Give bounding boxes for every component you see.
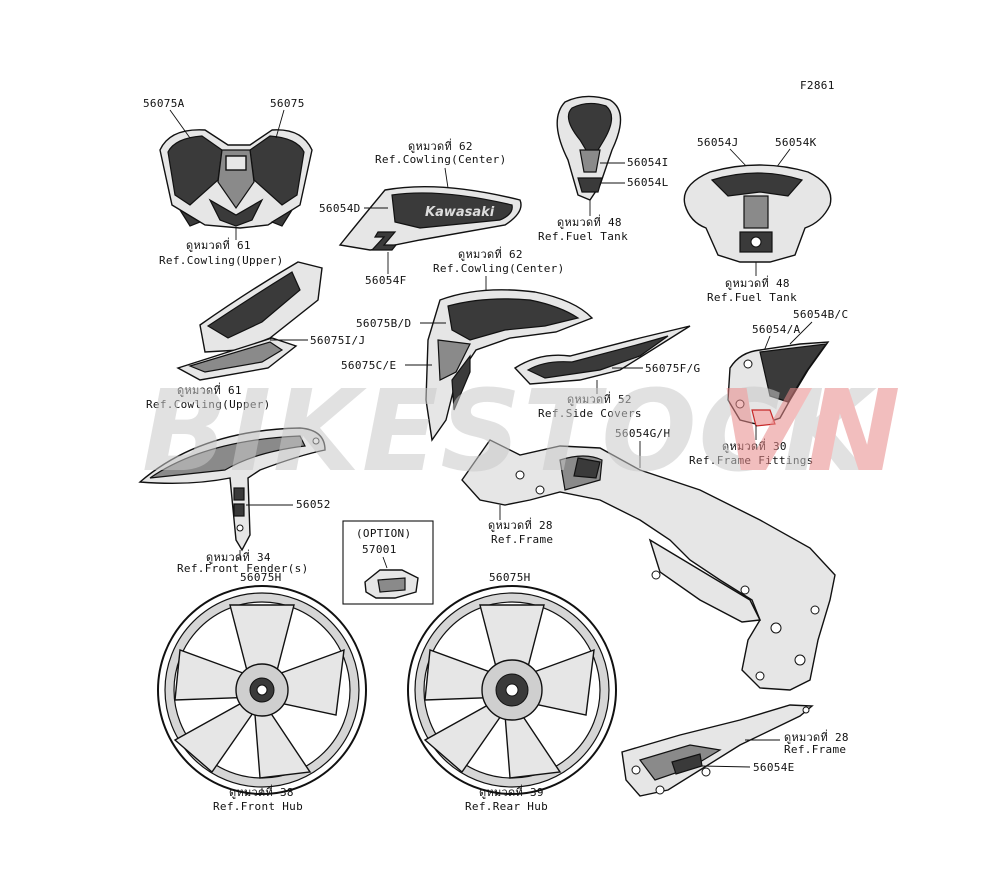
- ref-rear-hub: Ref.Rear Hub: [465, 800, 548, 813]
- label-56075ij: 56075I/J: [310, 334, 365, 347]
- leader-line: [701, 765, 751, 768]
- label-56054k: 56054K: [775, 136, 817, 149]
- ref-frame-a-thai: ดูหมวดที่ 28: [488, 517, 553, 532]
- sub-frame-part[interactable]: [621, 704, 814, 797]
- ref-cowling-upper-a-thai: ดูหมวดที่ 61: [186, 237, 251, 252]
- ref-rear-hub-thai: ดูหมวดที่ 39: [479, 784, 544, 799]
- kawasaki-logo: Kawasaki: [425, 205, 495, 220]
- ref-front-hub-thai: ดูหมวดที่ 38: [229, 784, 294, 799]
- center-cowling-part[interactable]: [425, 289, 594, 442]
- fuel-tank-top-decal-part[interactable]: [556, 95, 622, 201]
- diagram-code: F2861: [800, 79, 835, 92]
- ref-frame-b: Ref.Frame: [784, 743, 846, 756]
- label-56054bc: 56054B/C: [793, 308, 848, 321]
- ref-fuel-tank-b-thai: ดูหมวดที่ 48: [725, 275, 790, 290]
- label-57001: 57001: [362, 543, 397, 556]
- label-56075h-rear: 56075H: [489, 571, 531, 584]
- label-56054i: 56054I: [627, 156, 669, 169]
- ref-cowling-center-a-thai: ดูหมวดที่ 62: [408, 138, 473, 153]
- ref-cowling-upper-b: Ref.Cowling(Upper): [146, 398, 271, 411]
- leader-line: [382, 556, 388, 569]
- ref-frame-a: Ref.Frame: [491, 533, 553, 546]
- label-56054j: 56054J: [697, 136, 739, 149]
- option-label: (OPTION): [356, 527, 411, 540]
- ref-front-fender: Ref.Front Fender(s): [177, 562, 309, 575]
- front-wheel-part[interactable]: [157, 585, 367, 795]
- side-cover-part[interactable]: [513, 325, 691, 385]
- upper-cowling-part[interactable]: [159, 129, 313, 229]
- label-56054e: 56054E: [753, 761, 795, 774]
- ref-cowling-center-a: Ref.Cowling(Center): [375, 153, 507, 166]
- label-56075a: 56075A: [143, 97, 185, 110]
- ref-fuel-tank-a-thai: ดูหมวดที่ 48: [557, 214, 622, 229]
- ref-side-covers-thai: ดูหมวดที่ 52: [567, 391, 632, 406]
- label-56052: 56052: [296, 498, 331, 511]
- leader-line: [275, 109, 285, 139]
- leader-line: [789, 321, 813, 345]
- label-56075fg: 56075F/G: [645, 362, 700, 375]
- fuel-tank-part[interactable]: [683, 164, 832, 263]
- label-56054l: 56054L: [627, 176, 669, 189]
- front-fender-part[interactable]: [138, 427, 326, 552]
- ref-side-covers: Ref.Side Covers: [538, 407, 642, 420]
- rear-wheel-part[interactable]: [407, 585, 617, 795]
- ref-fuel-tank-b: Ref.Fuel Tank: [707, 291, 797, 304]
- ref-front-hub: Ref.Front Hub: [213, 800, 303, 813]
- label-56054a: 56054/A: [752, 323, 801, 336]
- watermark: BIKESTOCK VN: [142, 367, 902, 497]
- ref-cowling-upper-a: Ref.Cowling(Upper): [159, 254, 284, 267]
- ref-cowling-upper-b-thai: ดูหมวดที่ 61: [177, 382, 242, 397]
- label-56054gh: 56054G/H: [615, 427, 670, 440]
- ref-cowling-center-b: Ref.Cowling(Center): [433, 262, 565, 275]
- leader-line: [444, 167, 449, 189]
- label-56075: 56075: [270, 97, 305, 110]
- ref-frame-b-thai: ดูหมวดที่ 28: [784, 729, 849, 744]
- ref-fuel-tank-a: Ref.Fuel Tank: [538, 230, 628, 243]
- frame-part[interactable]: [461, 439, 836, 691]
- leader-line: [169, 109, 191, 139]
- label-56075bd: 56075B/D: [356, 317, 411, 330]
- label-56075h-front: 56075H: [240, 571, 282, 584]
- label-56075ce: 56075C/E: [341, 359, 396, 372]
- frame-fitting-part[interactable]: [727, 341, 830, 427]
- ref-frame-fittings: Ref.Frame Fittings: [689, 454, 814, 467]
- label-56054d: 56054D: [319, 202, 361, 215]
- watermark-suffix: VN: [718, 367, 902, 497]
- watermark-main: BIKESTOCK: [142, 367, 877, 497]
- label-56054f: 56054F: [365, 274, 407, 287]
- ref-frame-fittings-thai: ดูหมวดที่ 30: [722, 438, 787, 453]
- upper-cowling-side-part[interactable]: [176, 261, 323, 381]
- ref-front-fender-thai: ดูหมวดที่ 34: [206, 549, 271, 564]
- leader-line: [729, 148, 749, 169]
- leader-line: [775, 148, 791, 169]
- option-box[interactable]: (OPTION) 57001: [342, 520, 434, 605]
- center-cowling-decal-part[interactable]: Kawasaki: [338, 185, 522, 251]
- ref-cowling-center-b-thai: ดูหมวดที่ 62: [458, 246, 523, 261]
